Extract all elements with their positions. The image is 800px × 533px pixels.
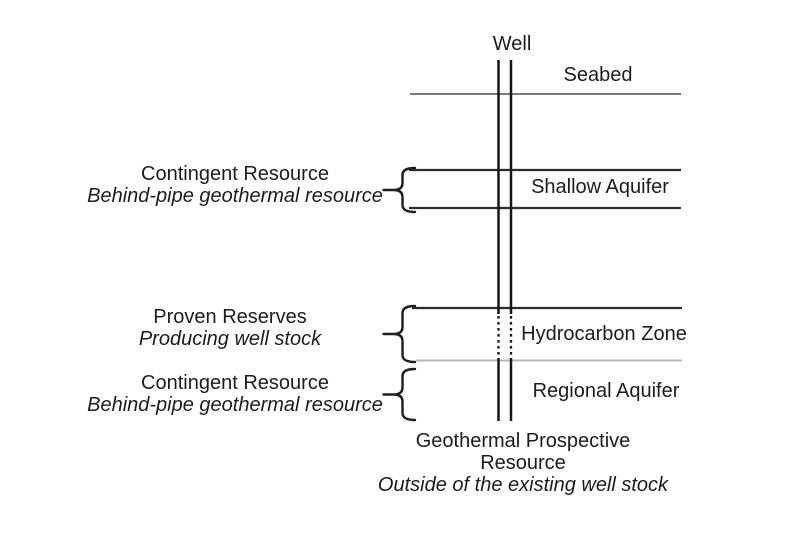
annotation-title: Contingent Resource — [141, 163, 329, 185]
hydrocarbon-zone-label: Hydrocarbon Zone — [521, 323, 687, 345]
annotation-regional-aquifer: Contingent Resource Behind-pipe geotherm… — [85, 372, 385, 416]
brace-shallow-aquifer — [382, 166, 417, 214]
annotation-subtitle: Behind-pipe geothermal resource — [87, 394, 383, 416]
regional-aquifer-label: Regional Aquifer — [532, 380, 680, 402]
well-bore — [497, 60, 513, 421]
annotation-subtitle: Outside of the existing well stock — [377, 474, 669, 496]
annotation-shallow-aquifer: Contingent Resource Behind-pipe geotherm… — [85, 163, 385, 207]
annotation-hydrocarbon-zone: Proven Reserves Producing well stock — [80, 306, 380, 350]
annotation-title: Geothermal Prospective Resource — [415, 430, 631, 474]
annotation-subtitle: Producing well stock — [138, 328, 322, 350]
brace-regional-aquifer — [382, 367, 417, 422]
annotation-title: Contingent Resource — [141, 372, 329, 394]
shallow-aquifer-label: Shallow Aquifer — [531, 176, 669, 198]
annotation-geothermal-prospective: Geothermal Prospective Resource Outside … — [373, 430, 673, 496]
brace-hydrocarbon-zone — [382, 304, 417, 364]
well-label: Well — [492, 33, 532, 55]
seabed-label: Seabed — [563, 64, 633, 86]
annotation-subtitle: Behind-pipe geothermal resource — [87, 185, 383, 207]
annotation-title: Proven Reserves — [153, 306, 307, 328]
